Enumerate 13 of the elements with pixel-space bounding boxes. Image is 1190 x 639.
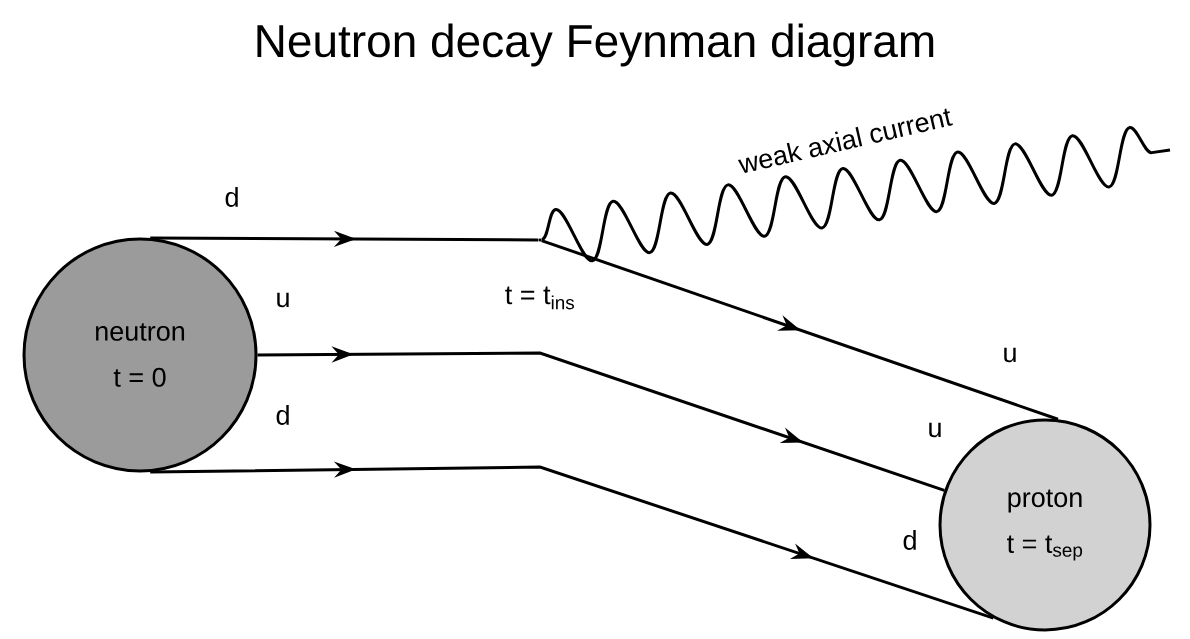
- quark-line: [541, 239, 1059, 421]
- edge-label: weak axial current: [737, 108, 953, 173]
- time-label: t = t$_{ins}$: [505, 286, 575, 310]
- edge-label: d: [276, 405, 289, 425]
- quark-line: [257, 346, 945, 492]
- wavy-line: [540, 125, 1171, 263]
- title: Neutron decay Feynman diagram: [257, 23, 934, 67]
- quark-line: [150, 461, 994, 620]
- quark-label: u: [929, 422, 941, 438]
- vertex-point: [538, 238, 542, 242]
- edge-label: d: [225, 187, 238, 207]
- edge-label: u: [1004, 347, 1016, 363]
- edge-label: u: [277, 292, 289, 308]
